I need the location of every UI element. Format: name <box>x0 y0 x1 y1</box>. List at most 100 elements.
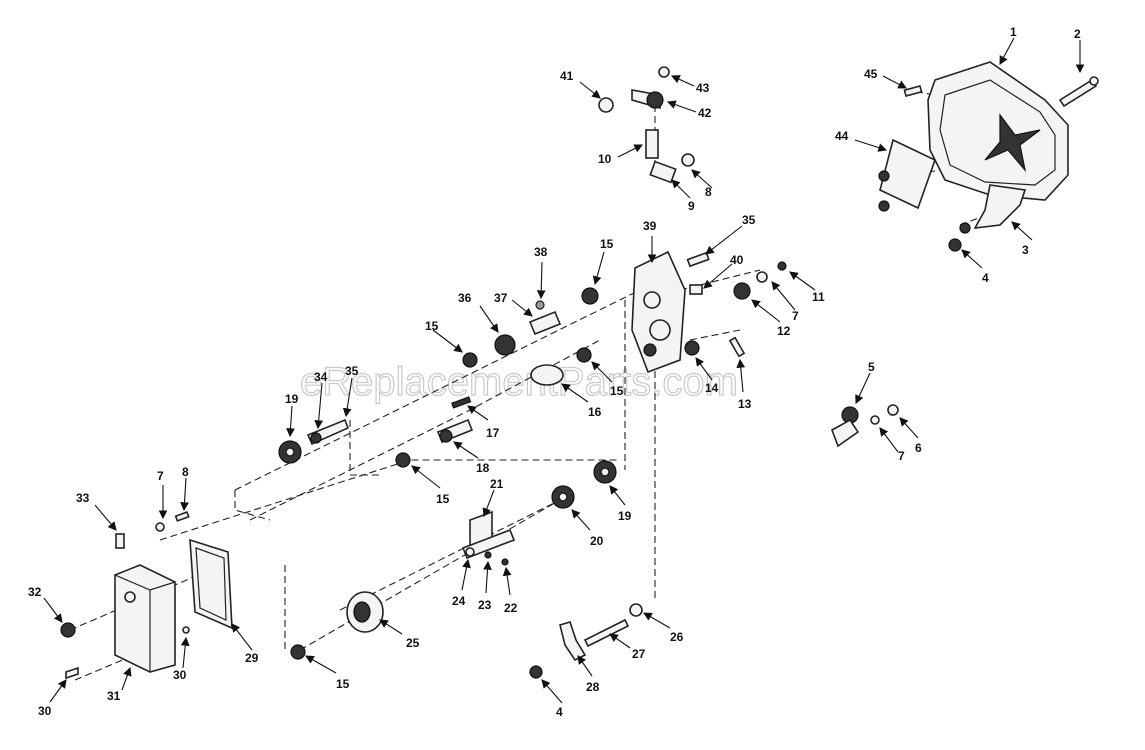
washer-26 <box>629 603 643 617</box>
callout-6: 6 <box>915 441 922 455</box>
callout-20: 20 <box>590 534 604 548</box>
pin-23 <box>484 551 492 559</box>
assembly-lines <box>69 89 1001 681</box>
callout-41: 41 <box>560 69 574 83</box>
callout-5: 5 <box>868 360 875 374</box>
fork-21 <box>461 510 516 560</box>
callout-27: 27 <box>632 647 646 661</box>
housing-cover <box>927 61 1069 201</box>
seal-32 <box>60 622 76 638</box>
callout-9: 9 <box>688 199 695 213</box>
callout-25: 25 <box>406 636 420 650</box>
callout-21: 21 <box>490 477 504 491</box>
callout-43: 43 <box>696 81 710 95</box>
spacer-9 <box>649 160 677 184</box>
screw-8-left <box>174 511 190 522</box>
pin <box>903 85 923 97</box>
callout-35-left: 35 <box>345 364 359 378</box>
callout-13: 13 <box>738 397 752 411</box>
spring-13 <box>728 336 746 358</box>
callout-38: 38 <box>534 245 548 259</box>
callout-4-top: 4 <box>982 271 989 285</box>
callout-23: 23 <box>478 598 492 612</box>
callout-28: 28 <box>586 680 600 694</box>
callout-39: 39 <box>643 219 657 233</box>
screw-4-top <box>948 238 962 252</box>
washer-41 <box>598 97 614 113</box>
key-17 <box>451 396 472 409</box>
screw-6 <box>887 404 899 416</box>
lever-42 <box>631 89 664 110</box>
lever-5 <box>831 406 860 448</box>
washer-7-top <box>756 271 768 283</box>
callout-36: 36 <box>458 291 472 305</box>
callout-37: 37 <box>494 291 508 305</box>
shaft-37 <box>528 300 562 336</box>
callout-33: 33 <box>76 491 90 505</box>
callout-8-left: 8 <box>182 465 189 479</box>
callout-26: 26 <box>670 630 684 644</box>
screw-8-top <box>681 153 695 167</box>
callout-24: 24 <box>452 594 466 608</box>
screw-4-bottom <box>529 665 543 679</box>
callout-40: 40 <box>730 253 744 267</box>
callout-16: 16 <box>588 405 602 419</box>
fork-28 <box>559 621 587 662</box>
callout-45: 45 <box>864 67 878 81</box>
callout-12: 12 <box>777 324 791 338</box>
screw-35-top <box>686 251 710 268</box>
shaft-34 <box>306 418 350 446</box>
callout-14: 14 <box>705 381 719 395</box>
nut-43 <box>658 66 670 78</box>
callout-7-right: 7 <box>898 449 905 463</box>
gear-12 <box>733 282 751 300</box>
callout-11: 11 <box>812 290 825 304</box>
callout-15-low: 15 <box>436 492 450 506</box>
callout-29: 29 <box>245 651 259 665</box>
bracket <box>973 184 1027 229</box>
callout-31: 31 <box>107 689 121 703</box>
callout-4-bottom: 4 <box>556 705 563 719</box>
callout-15-top: 15 <box>600 237 614 251</box>
watermark-text: eReplacementParts.com <box>300 360 738 404</box>
callout-15-bottom: 15 <box>336 677 350 691</box>
shaft-18 <box>436 418 474 444</box>
bearing-15-c <box>576 347 592 363</box>
callout-34: 34 <box>314 370 328 384</box>
gear-plate <box>631 250 686 374</box>
screw-30-left <box>65 666 79 680</box>
screw-40 <box>689 284 703 295</box>
washer-7-right <box>870 415 880 425</box>
callout-19-left: 19 <box>285 392 299 406</box>
washer-7-left <box>155 522 165 532</box>
gear-case <box>114 564 176 673</box>
bushing-14 <box>684 340 700 356</box>
rod-27 <box>583 618 630 648</box>
washer-16 <box>530 364 564 386</box>
bearing-15-bottom <box>290 644 306 660</box>
callout-18: 18 <box>476 461 490 475</box>
screw-3 <box>959 222 971 234</box>
callout-7-top: 7 <box>792 309 799 323</box>
callout-44: 44 <box>835 129 849 143</box>
plug-33 <box>115 533 125 549</box>
callout-10: 10 <box>598 152 612 166</box>
bearing-15-a <box>581 287 599 305</box>
callout-30-right: 30 <box>173 668 187 682</box>
callout-42: 42 <box>698 106 712 120</box>
callout-7-left: 7 <box>157 469 164 483</box>
callout-17: 17 <box>486 426 500 440</box>
callout-15-mid: 15 <box>425 319 439 333</box>
callout-8-top: 8 <box>705 185 712 199</box>
bolt <box>1058 76 1099 108</box>
callout-35-right: 35 <box>742 213 756 227</box>
screw-30-right <box>182 626 190 634</box>
bearing-15-d <box>395 452 411 468</box>
callout-15-right: 15 <box>610 384 624 398</box>
callout-32: 32 <box>28 585 42 599</box>
spring-10 <box>645 129 659 159</box>
pin-22 <box>501 558 509 566</box>
gear-36 <box>494 334 516 356</box>
callout-1: 1 <box>1010 25 1017 39</box>
callout-30-left: 30 <box>38 704 52 718</box>
